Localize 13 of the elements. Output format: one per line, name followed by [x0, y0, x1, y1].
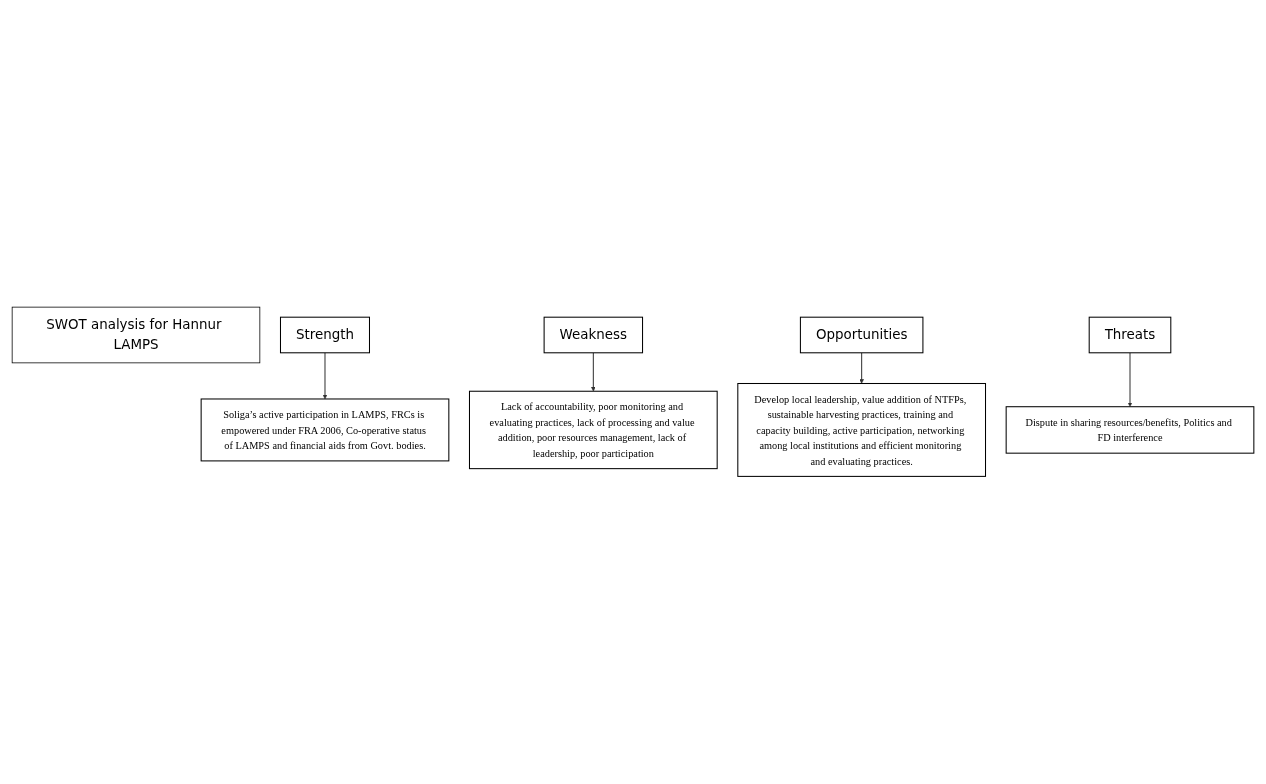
arrow: [591, 352, 596, 392]
arrow: [322, 352, 328, 400]
node-box: Develop local leadership, value addition of NTFPs, sustainable harvesting practices, training and capacity building, active participation, networking among local institutions and efficient monitoring and evaluating practices.: [737, 383, 987, 478]
node-box: Threats: [1088, 316, 1172, 354]
node-box: SWOT analysis for Hannur LAMPS: [11, 306, 261, 364]
node-box: Opportunities: [799, 316, 924, 354]
arrow: [859, 352, 864, 384]
arrow: [1127, 352, 1133, 408]
node-box: Lack of accountability, poor monitoring and evaluating practices, lack of processing and value addition, poor resources management, lack of leadership, poor participation: [468, 390, 718, 470]
node-box: Soliga’s active participation in LAMPS, FRCs is empowered under FRA 2006, Co-operative status of LAMPS and financial aids from Govt. bodies.: [200, 398, 450, 462]
node-box: Strength: [279, 316, 370, 354]
node-box: Weakness: [543, 316, 644, 354]
node-box: Dispute in sharing resources/benefits, Politics and FD interference: [1005, 406, 1255, 454]
